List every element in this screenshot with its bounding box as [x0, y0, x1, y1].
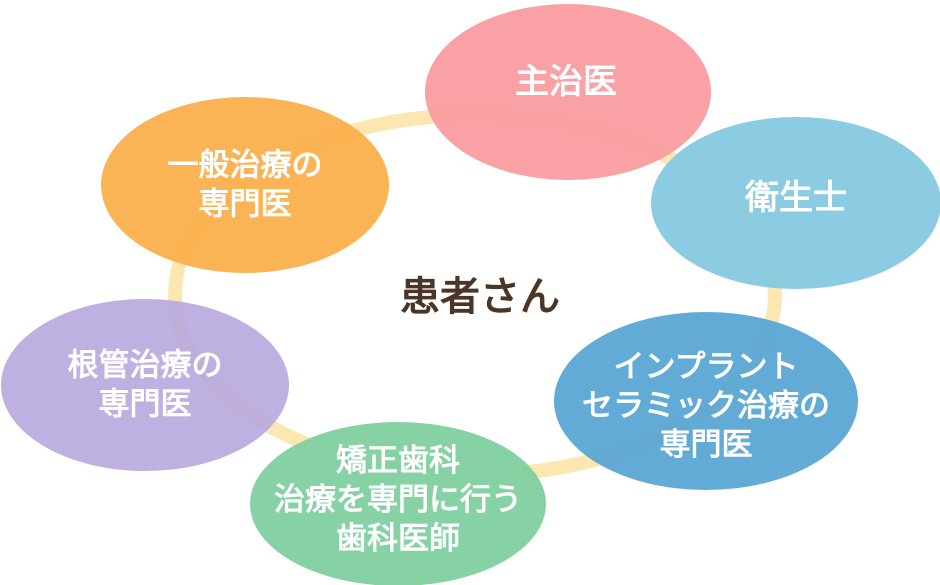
label-orthodontist: 矯正歯科 治療を専門に行う 歯科医師 [274, 442, 522, 558]
node-implant-specialist [554, 312, 858, 490]
label-line: 矯正歯科 [336, 442, 460, 479]
label-line: 専門医 [659, 426, 753, 463]
node-orthodontist [250, 422, 546, 585]
label-line: 主治医 [515, 61, 617, 102]
label-line: セラミック治療の [582, 387, 830, 424]
label-hygienist: 衛生士 [745, 177, 847, 220]
node-hygienist [651, 117, 940, 289]
label-endodontic-specialist: 根管治療の 専門医 [68, 346, 223, 424]
label-line: 一般治療の [167, 147, 323, 184]
node-endodontic-specialist [1, 299, 289, 471]
label-general-specialist: 一般治療の 専門医 [168, 146, 323, 224]
label-line: インプラント [613, 348, 799, 385]
node-primary-doctor [425, 4, 711, 180]
label-line: 治療を専門に行う [274, 481, 522, 518]
label-line: 衛生士 [745, 177, 847, 218]
center-label-patient: 患者さん [400, 273, 560, 320]
label-primary-doctor: 主治医 [515, 61, 617, 104]
label-line: 専門医 [98, 386, 192, 422]
node-general-specialist [101, 97, 389, 273]
label-line: 専門医 [198, 186, 292, 222]
label-line: 根管治療の [67, 347, 223, 384]
label-implant-specialist: インプラント セラミック治療の 専門医 [582, 348, 830, 464]
label-line: 歯科医師 [336, 520, 460, 557]
